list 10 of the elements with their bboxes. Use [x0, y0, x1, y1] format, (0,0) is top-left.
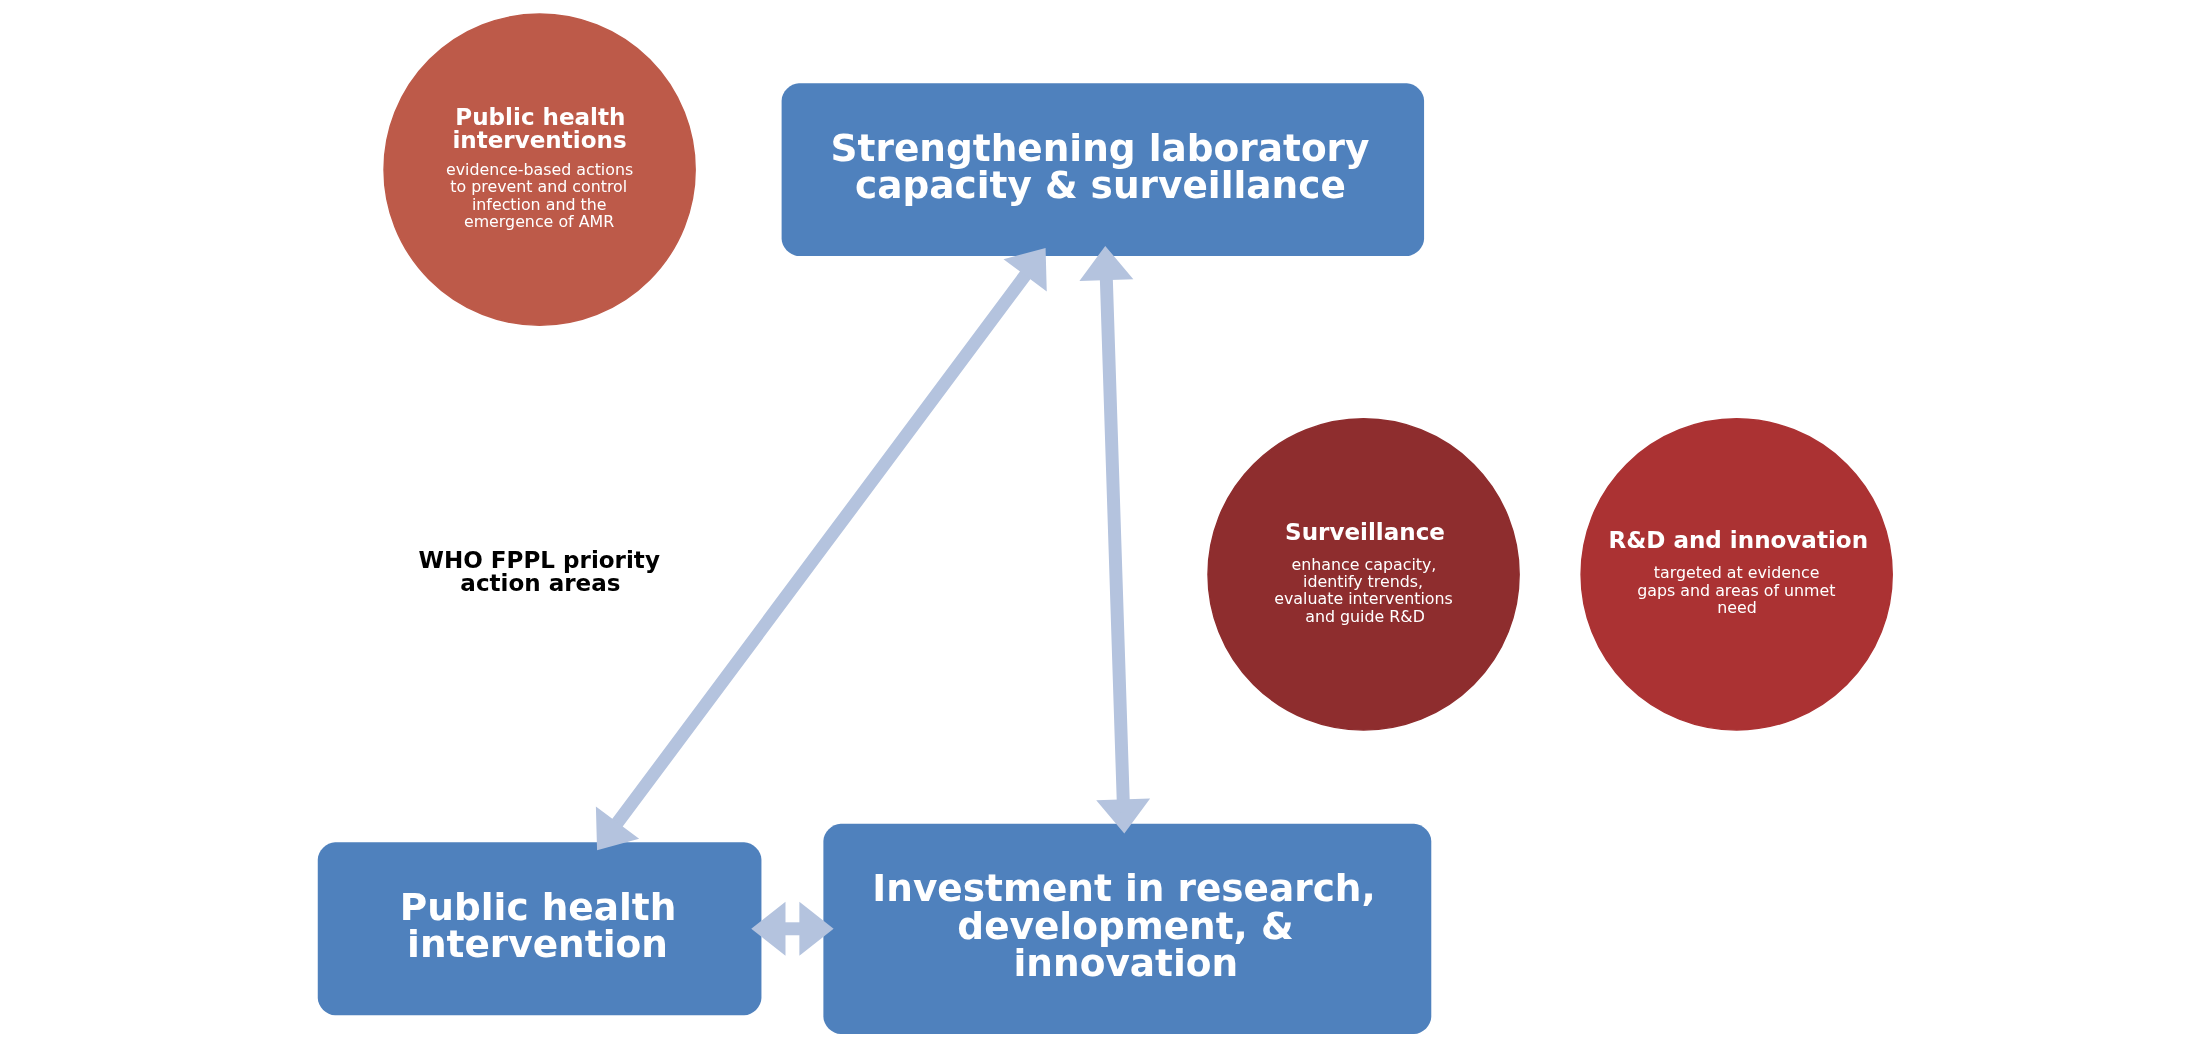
- node-circle: Public health interventions evidence-based actions to prevent and control infection and the emergence of AMR: [383, 13, 696, 326]
- arrow: [595, 247, 1047, 851]
- node-box: Investment in research, development, & innovation: [823, 823, 1432, 1034]
- arrow: [751, 901, 834, 956]
- node-box: Public health intervention: [317, 842, 762, 1016]
- arrow: [1079, 245, 1151, 834]
- node-box: Strengthening laboratory capacity & surveillance: [781, 83, 1425, 257]
- node-circle: Surveillance enhance capacity, identify trends, evaluate interventions and guide R&D: [1207, 418, 1520, 731]
- node-text: WHO FPPL priority action areas: [418, 547, 660, 597]
- node-circle: R&D and innovation targeted at evidence gaps and areas of unmet need: [1580, 418, 1893, 731]
